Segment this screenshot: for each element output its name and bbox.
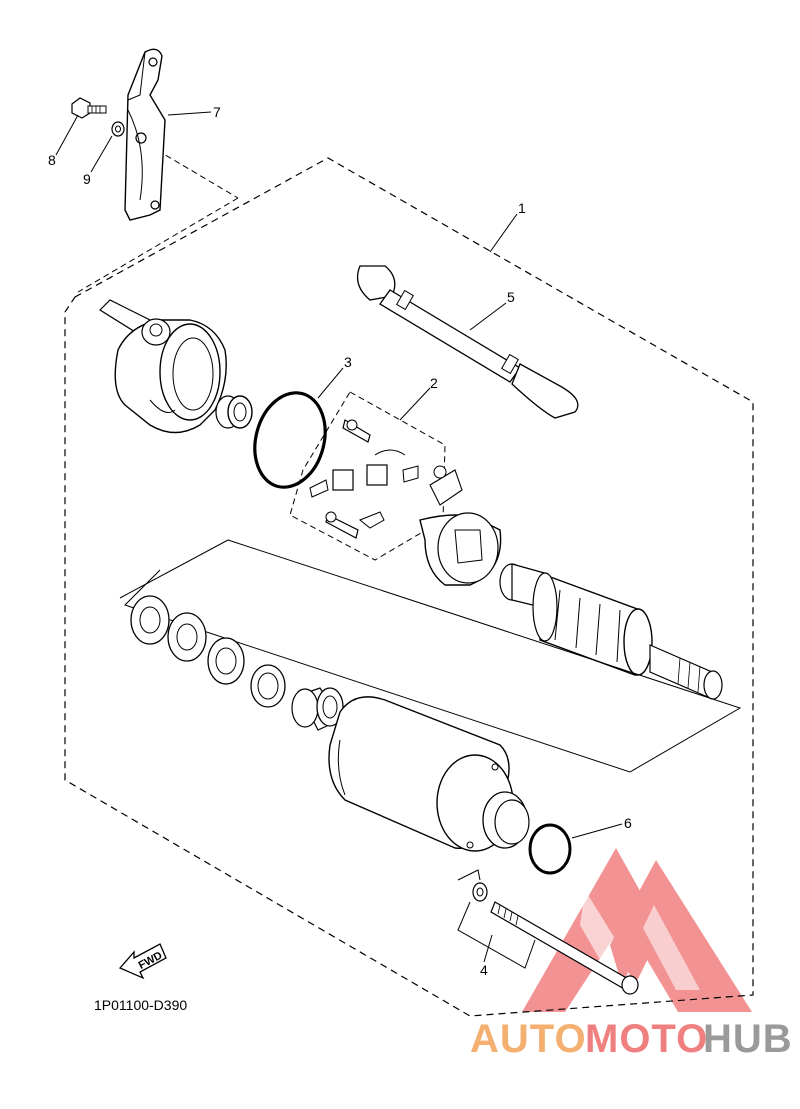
o-ring-large-part bbox=[253, 391, 327, 489]
watermark-wordmark: AUTO MOTO HUB bbox=[470, 1017, 793, 1061]
yoke-housing-part bbox=[328, 696, 530, 852]
callout-leaders bbox=[55, 111, 623, 963]
callout-7: 7 bbox=[213, 104, 221, 120]
rod-part bbox=[356, 265, 579, 419]
brush-holder-part bbox=[309, 419, 502, 586]
brush-kit-boundary bbox=[289, 391, 446, 561]
callout-9: 9 bbox=[83, 171, 91, 187]
watermark-logo bbox=[522, 848, 752, 1012]
watermark-word-hub: HUB bbox=[703, 1017, 793, 1061]
watermark-word-moto: MOTO bbox=[585, 1017, 708, 1061]
diagram-code: 1P01100-D390 bbox=[94, 997, 187, 1013]
bracket-part bbox=[124, 48, 166, 221]
callout-5: 5 bbox=[507, 289, 515, 305]
armature-part bbox=[499, 563, 723, 700]
through-bolt-part bbox=[457, 869, 639, 995]
callout-8: 8 bbox=[48, 152, 56, 168]
washer-part bbox=[111, 121, 125, 137]
bushing-part bbox=[215, 395, 253, 429]
callout-2: 2 bbox=[430, 375, 438, 391]
fwd-arrow-icon: FWD bbox=[118, 943, 167, 980]
callout-1: 1 bbox=[518, 200, 526, 216]
shim-boundary bbox=[124, 539, 742, 773]
callout-6: 6 bbox=[624, 815, 632, 831]
shim-washers bbox=[130, 595, 286, 708]
assembly-boundary bbox=[64, 157, 754, 1017]
callout-3: 3 bbox=[344, 354, 352, 370]
needle-bearing-part bbox=[291, 687, 344, 731]
o-ring-small-part bbox=[528, 823, 572, 875]
fwd-label: FWD bbox=[137, 950, 165, 972]
front-cover-part bbox=[99, 299, 227, 434]
bolt-part bbox=[71, 97, 107, 119]
watermark-word-auto: AUTO bbox=[470, 1017, 587, 1061]
callout-4: 4 bbox=[480, 962, 488, 978]
